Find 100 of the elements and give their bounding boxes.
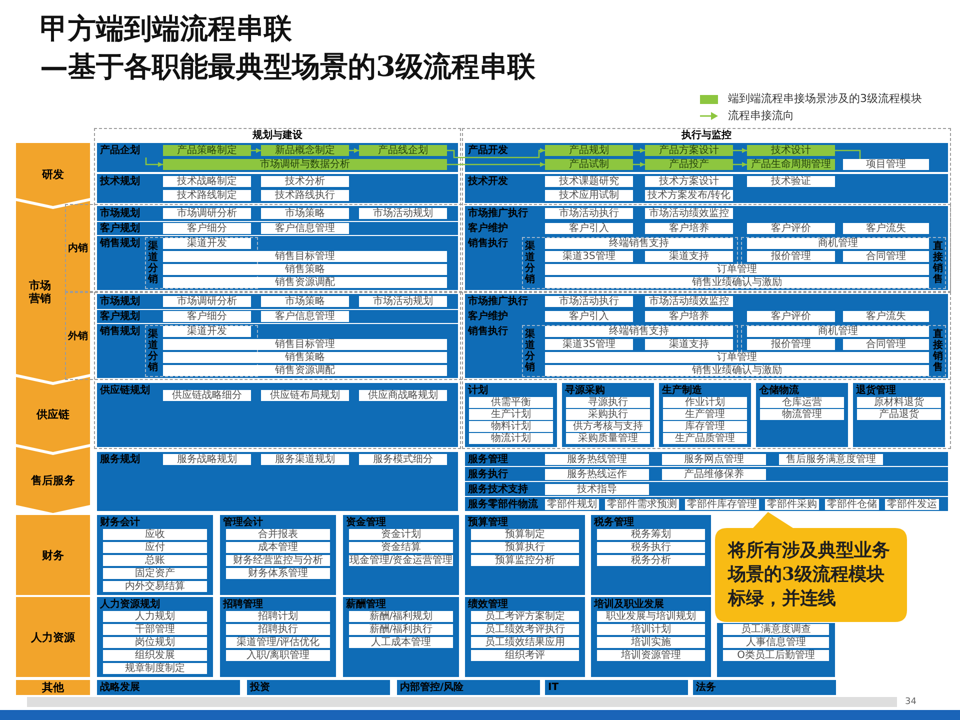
process-box: 组织发展 — [103, 650, 207, 661]
process-band — [97, 310, 458, 323]
process-panel — [717, 623, 835, 677]
process-band — [465, 174, 948, 203]
process-panel — [465, 515, 585, 595]
process-box: 客户评价 — [747, 223, 835, 234]
process-box: 物流计划 — [469, 433, 553, 444]
highlighted-process-box: 产品规划 — [545, 145, 633, 156]
category-label: 售后服务 — [31, 474, 75, 486]
process-band — [97, 143, 458, 172]
panel-header: 预算管理 — [468, 517, 508, 528]
process-box: 终端销售支持 — [545, 326, 733, 337]
flow-arrow — [145, 158, 163, 167]
process-band — [465, 452, 948, 466]
process-band — [97, 236, 458, 290]
process-box: 人力规划 — [103, 611, 207, 622]
process-panel — [97, 597, 213, 677]
band-label: 战略发展 — [100, 682, 140, 693]
band-label: 市场规划 — [100, 208, 140, 219]
band-label: 销售规划 — [100, 326, 140, 337]
process-box: 资金结算 — [349, 542, 453, 553]
process-box: 合同管理 — [843, 339, 929, 350]
process-box: 供方考核与支持 — [566, 421, 650, 432]
category-label: 财务 — [42, 548, 64, 562]
process-box: 员工绩效考评执行 — [471, 624, 579, 635]
process-box: 固定资产 — [103, 568, 207, 579]
panel-header: 财务会计 — [100, 517, 140, 528]
process-band — [465, 324, 948, 378]
flow-arrow — [733, 148, 747, 153]
band-label: 内部管控/风险 — [400, 682, 464, 693]
process-panel — [343, 597, 459, 677]
vertical-group-label: 渠道分销 — [525, 241, 535, 285]
process-box: 仓库运营 — [760, 397, 844, 408]
highlighted-process-box: 产品试制 — [545, 159, 633, 170]
process-band — [465, 497, 948, 511]
group-title: 执行与监控 — [682, 130, 732, 141]
process-box: 市场策略 — [261, 208, 349, 219]
panel-header: 人力资源规划 — [100, 599, 160, 610]
flow-arrow — [447, 162, 545, 167]
process-box: 市场活动执行 — [545, 296, 633, 307]
process-box: 客户细分 — [163, 223, 251, 234]
process-box: 财务体系管理 — [226, 568, 330, 579]
process-box: 技术应用试制 — [545, 190, 633, 201]
process-panel — [97, 515, 213, 595]
process-box: 税务筹划 — [597, 529, 705, 540]
dashed-group-frame — [65, 204, 951, 292]
process-box: 薪酬/福利规划 — [349, 611, 453, 622]
band-label: 技术规划 — [100, 176, 140, 187]
process-band — [465, 467, 948, 481]
process-box: 供应链布局规划 — [261, 390, 349, 401]
process-box: 内外交易结算 — [103, 581, 207, 592]
category-label: 市场营销 — [28, 278, 52, 304]
process-box: 销售目标管理 — [163, 339, 447, 350]
process-box: 预算制定 — [471, 529, 579, 540]
process-box: 渠道3S管理 — [545, 339, 633, 350]
band-label: 技术开发 — [468, 176, 508, 187]
flow-arrow — [447, 148, 545, 158]
process-panel — [591, 515, 711, 595]
process-box: 服务热线管理 — [545, 454, 649, 464]
process-box: 客户培养 — [645, 311, 733, 322]
highlighted-process-box: 新品概念制定 — [261, 145, 349, 156]
process-panel — [465, 383, 557, 447]
band-label: 供应链规划 — [100, 385, 150, 396]
process-box: 应付 — [103, 542, 207, 553]
slide-title: 甲方端到端流程串联 — [40, 12, 292, 46]
process-box: 商机管理 — [747, 326, 929, 337]
panel-header: 寻源采购 — [565, 385, 605, 396]
panel-header: 计划 — [468, 385, 488, 396]
panel-header: 招聘管理 — [223, 599, 263, 610]
dashed-group-frame — [65, 292, 951, 380]
process-box: 技术课题研究 — [545, 176, 633, 187]
process-band — [397, 680, 540, 695]
process-band — [97, 452, 458, 511]
process-box: 市场活动规划 — [359, 296, 447, 307]
process-box: 产品维修保养 — [662, 468, 766, 480]
process-box: 零部件规划 — [545, 498, 599, 510]
category-label: 其他 — [42, 681, 64, 694]
process-box: 寻源执行 — [566, 397, 650, 408]
process-box: 客户评价 — [747, 311, 835, 322]
process-box: 作业计划 — [663, 397, 747, 408]
band-label: IT — [548, 682, 559, 693]
panel-header: 生产制造 — [662, 385, 702, 396]
process-box: 客户细分 — [163, 311, 251, 322]
highlighted-process-box: 产品方案设计 — [645, 145, 733, 156]
process-box: 订单管理 — [545, 264, 929, 275]
process-box: 人事信息管理 — [723, 637, 829, 648]
slide-subtitle: —基于各职能最典型场景的3级流程串联 — [40, 50, 536, 84]
highlighted-process-box: 市场调研与数据分析 — [163, 159, 447, 170]
row-group-label: 外销 — [68, 330, 88, 342]
process-box: 技术方案发布/转化 — [645, 190, 733, 201]
process-box: 客户引入 — [545, 311, 633, 322]
group-title: 规划与建设 — [252, 130, 302, 141]
process-box: 服务渠道规划 — [261, 454, 349, 465]
process-band — [465, 294, 948, 309]
process-box: 客户流失 — [843, 311, 929, 322]
process-box: 零部件库存管理 — [685, 498, 759, 510]
process-box: 员工考评方案制定 — [471, 611, 579, 622]
process-box: 市场活动规划 — [359, 208, 447, 219]
process-box: 渠道管理/评估优化 — [226, 637, 330, 648]
process-box: 市场活动绩效监控 — [645, 296, 733, 307]
